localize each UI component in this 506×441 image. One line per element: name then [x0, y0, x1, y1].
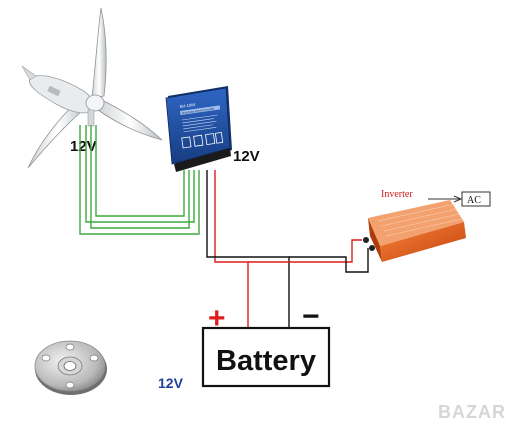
inverter: Inverter AC — [363, 189, 491, 262]
turbine-nacelle — [29, 75, 94, 114]
dc-wires — [206, 170, 369, 328]
turbine-blade-top — [91, 7, 107, 99]
charge-controller: BH-1004 Wind/Solar Hybrid Controller — [165, 86, 232, 172]
ac-label: AC — [467, 195, 481, 206]
controller-voltage-label: 12V — [233, 148, 260, 165]
battery-box — [201, 326, 331, 388]
green-wire-1 — [85, 125, 195, 223]
battery-plus-sign: + — [208, 302, 226, 335]
turbine-blade-right — [97, 99, 163, 141]
turbine-voltage-label: 12V — [70, 138, 97, 155]
battery: + − Battery — [201, 300, 331, 388]
green-wire-2 — [90, 125, 190, 229]
green-wire-3 — [95, 125, 185, 217]
red-wire-controller — [214, 170, 249, 328]
watermark: BAZAR — [438, 402, 506, 422]
controller-subtitle: Wind/Solar Hybrid Controller — [182, 106, 215, 115]
battery-minus-sign: − — [302, 300, 320, 333]
turbine-hub — [85, 94, 105, 112]
turbine-tail-fin — [21, 65, 37, 81]
black-wire-inverter — [289, 248, 369, 273]
black-wire-controller — [206, 170, 290, 328]
ac-box — [461, 191, 491, 207]
battery-voltage-label: 12V — [158, 375, 184, 391]
red-wire-inverter — [248, 239, 362, 263]
inverter-label: Inverter — [381, 189, 413, 200]
mounting-flange — [34, 340, 107, 395]
inverter-body — [368, 218, 382, 262]
turbine-mast — [87, 109, 95, 127]
battery-label: Battery — [216, 345, 316, 377]
controller-model: BH-1004 — [179, 102, 196, 109]
wind-turbine — [21, 7, 163, 169]
flange-center-hole — [63, 361, 77, 371]
turbine-to-controller-wires — [79, 125, 200, 235]
turbine-blade-left — [27, 97, 89, 169]
green-wire-4 — [79, 125, 200, 235]
